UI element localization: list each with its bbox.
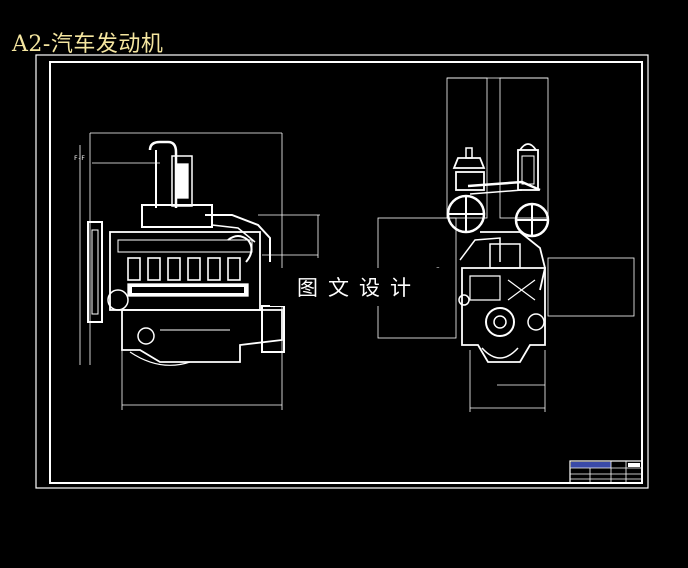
- watermark-text: 图文设计: [297, 276, 421, 300]
- drawing-title: A2-汽车发动机: [12, 32, 164, 57]
- outer-border: [35, 54, 649, 489]
- title-block: [569, 460, 643, 484]
- left-view-label: F-F: [74, 155, 85, 162]
- engine-side-view: [79, 132, 320, 410]
- inner-border: [49, 61, 643, 484]
- engine-front-view: [377, 77, 635, 412]
- watermark-box: 图文设计: [270, 268, 440, 306]
